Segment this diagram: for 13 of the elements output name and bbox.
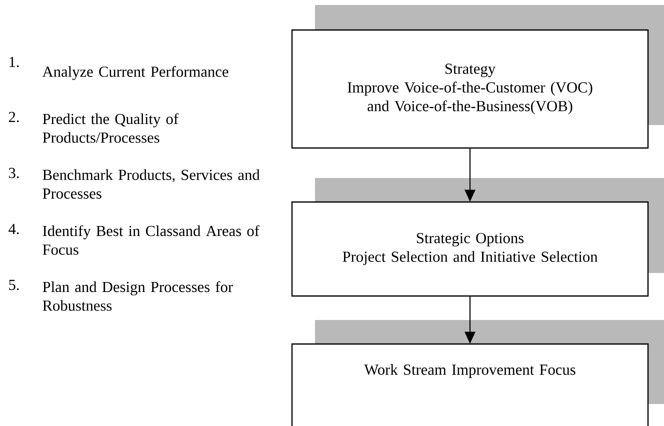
list-item: Plan and Design Processes for Robustness — [42, 281, 233, 311]
process-box: Strategy Improve Voice-of-the-Customer (VOC) and Voice-of-the-Business(VOB) — [291, 29, 649, 149]
list-number: 1. — [10, 56, 19, 68]
list-number: 5. — [9, 280, 19, 290]
list-item: Identify Best in Classand Areas of Focus — [42, 225, 260, 255]
process-box: Strategic Options Project Selection and Initiative Selection — [291, 201, 649, 297]
list-number: 4. — [8, 224, 19, 234]
list-number: 3. — [9, 168, 19, 178]
list-item: Analyze Current Performance — [42, 66, 228, 80]
process-box: Work Stream Improvement Focus — [291, 343, 649, 426]
list-number: 2. — [8, 112, 19, 122]
list-item: Predict the Quality of Products/Processes — [42, 113, 179, 143]
list-item: Benchmark Products, Services and Processes — [42, 169, 260, 199]
